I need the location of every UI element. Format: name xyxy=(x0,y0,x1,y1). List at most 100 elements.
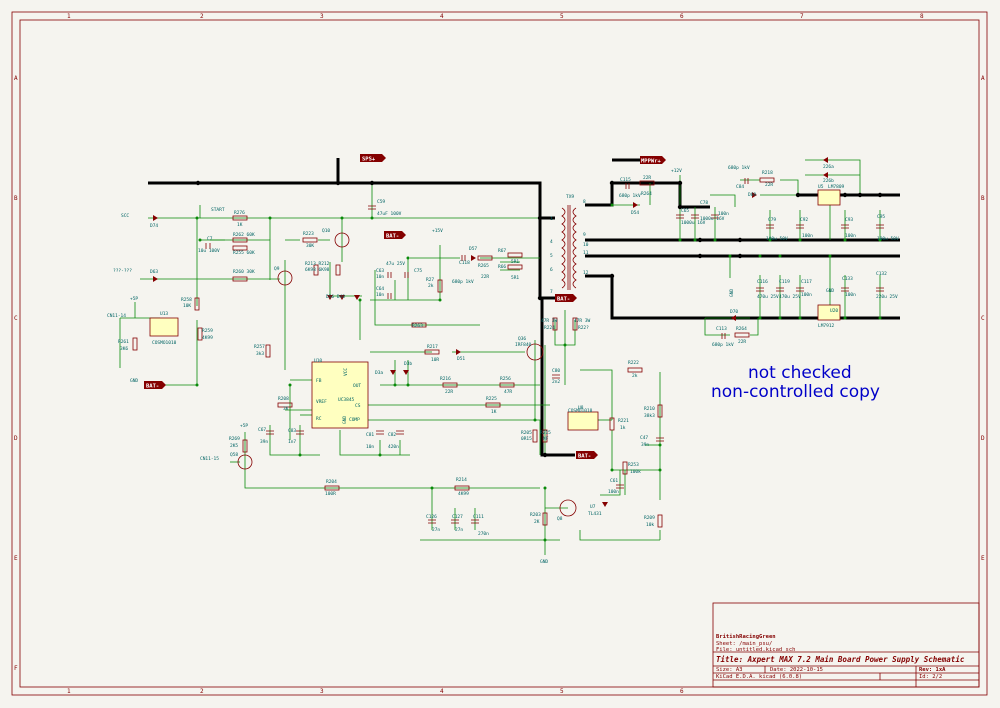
component-label: R261 xyxy=(118,339,129,345)
component-label: U10 xyxy=(314,358,322,364)
component-label: R224 xyxy=(544,325,555,331)
component-label: 100n xyxy=(801,292,812,298)
component-labels: D74 R276 1K C7 10u 100V R262 60K R255 60… xyxy=(118,164,899,537)
component-label: U5 xyxy=(818,184,824,190)
component-label: R260 30K xyxy=(233,269,255,275)
row-d-left: D xyxy=(14,435,18,442)
col-1-top: 1 xyxy=(67,13,71,20)
component-label: 100n xyxy=(802,233,813,239)
component-label: 10n xyxy=(376,274,384,280)
svg-text:BAT-: BAT- xyxy=(386,234,399,240)
component-label: C127 xyxy=(452,514,463,520)
component-label: FB xyxy=(316,378,322,384)
component-label: 5R1 xyxy=(511,275,519,281)
capacitors xyxy=(205,178,884,524)
component-label: R208 xyxy=(278,396,289,402)
component-label: 4K99 xyxy=(202,335,213,341)
component-label: OUT xyxy=(353,383,361,389)
component-label: 3K xyxy=(283,406,289,412)
component-label: RC xyxy=(316,416,322,422)
component-label: 30K xyxy=(306,243,314,249)
col-8-top: 8 xyxy=(920,13,924,20)
column-labels-top: 1 2 3 4 5 6 7 8 xyxy=(67,13,924,20)
component-label: COMP xyxy=(349,417,360,423)
component-label: C116 xyxy=(757,279,768,285)
component-label: 12 xyxy=(583,270,589,276)
component-label: Q10 xyxy=(322,228,330,234)
component-label: U13 xyxy=(160,311,168,317)
component-label: C67 xyxy=(258,427,266,433)
component-label: C63 xyxy=(376,268,384,274)
component-label: R221 xyxy=(618,418,629,424)
junctions xyxy=(195,203,882,542)
component-label: 22R xyxy=(481,274,489,280)
component-label: 6K98 6K98 xyxy=(305,267,330,273)
component-label: 3k3 xyxy=(256,351,264,357)
component-label: 8 xyxy=(583,199,586,205)
notice-line-1: not checked xyxy=(748,363,852,383)
component-label: C79 xyxy=(768,217,776,223)
component-label: 22R xyxy=(738,339,746,345)
component-label: C47 xyxy=(640,435,648,441)
component-label: D74 xyxy=(150,223,158,229)
component-label: R225 xyxy=(486,396,497,402)
global-label-sps: SPS+ xyxy=(360,154,386,163)
component-label: COSMO1010 xyxy=(568,408,593,414)
component-label: C81 xyxy=(366,432,374,438)
title-size: Size: A3 xyxy=(716,667,743,673)
component-label: C117 xyxy=(801,279,812,285)
title-company: BritishRacingGreen xyxy=(716,634,776,640)
sp2-label: +5P xyxy=(240,423,248,429)
component-label: R213 R212 xyxy=(305,261,330,267)
col-2-top: 2 xyxy=(200,13,204,20)
component-label: 10n xyxy=(366,444,374,450)
plus15-label: +15V xyxy=(432,228,443,234)
component-label: 47uF 100V xyxy=(377,211,402,217)
bus-junctions xyxy=(195,180,883,458)
notice-text: not checked non-controlled copy xyxy=(711,363,880,402)
component-label: R259 xyxy=(202,328,213,334)
component-label: U7 xyxy=(590,504,596,510)
notice-line-2: non-controlled copy xyxy=(711,382,880,402)
diodes xyxy=(153,157,828,507)
component-label: 226b xyxy=(823,178,834,184)
component-label: R205 xyxy=(521,430,532,436)
svg-text:BAT-: BAT- xyxy=(557,297,570,303)
col-4-bottom: 4 xyxy=(440,688,444,695)
component-label: R276 xyxy=(234,210,245,216)
component-label: 100u 50V xyxy=(877,236,899,242)
row-f-left: F xyxy=(14,665,18,672)
component-label: C92 xyxy=(800,217,808,223)
component-label: UC3845 xyxy=(338,397,355,403)
col-6-top: 6 xyxy=(680,13,684,20)
component-label: 27n xyxy=(455,527,463,533)
row-labels-right: A B C D E xyxy=(981,75,985,562)
sp1-label: +5P xyxy=(130,296,138,302)
component-label: R269 xyxy=(229,436,240,442)
net-q: ???-??? xyxy=(113,268,132,274)
svg-text:SPS+: SPS+ xyxy=(362,157,376,163)
power-labels: +15V +12V +5P +5P GND GND GND GND SCC ST… xyxy=(107,168,834,565)
component-label: TL431 xyxy=(588,511,602,517)
title-block: BritishRacingGreen Sheet: /main_psu/ Fil… xyxy=(712,602,980,688)
component-label: 2k xyxy=(428,283,434,289)
global-label-mppt: MPPWr+ xyxy=(640,156,666,165)
col-6-bottom: 6 xyxy=(680,688,684,695)
component-label: 27n xyxy=(432,527,440,533)
component-label: C132 xyxy=(876,271,887,277)
component-label: 2K xyxy=(534,519,540,525)
component-label: R253 xyxy=(628,462,639,468)
component-label: 100n xyxy=(845,292,856,298)
gnd1-label: GND xyxy=(130,378,138,384)
component-label: D69 xyxy=(748,192,756,198)
component-label: 5R1 xyxy=(511,259,519,265)
transistors xyxy=(237,232,577,517)
col-3-bottom: 3 xyxy=(320,688,324,695)
component-label: R223 xyxy=(303,231,314,237)
col-3-top: 3 xyxy=(320,13,324,20)
row-b-left: B xyxy=(14,195,18,202)
component-label: 47R 3W xyxy=(574,318,591,324)
ics xyxy=(149,189,841,431)
component-label: R257 xyxy=(254,344,265,350)
component-label: 11 xyxy=(583,250,589,256)
